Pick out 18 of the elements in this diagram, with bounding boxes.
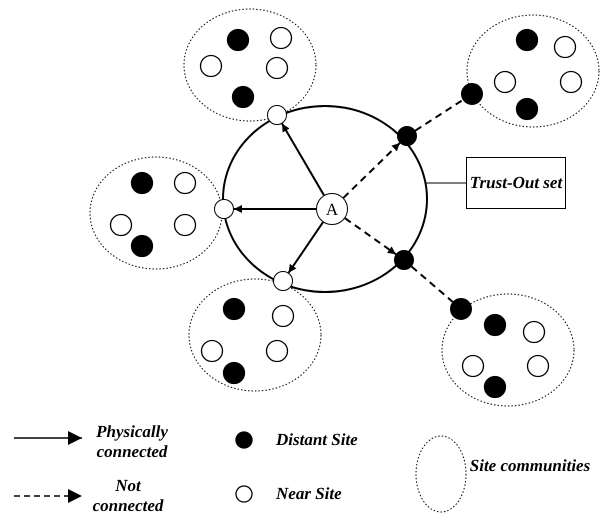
- arrow: [342, 142, 401, 199]
- distant-site-dot: [461, 83, 483, 105]
- arrow: [344, 217, 396, 256]
- near-site-dot: [214, 199, 234, 219]
- legend-label: Site communities: [468, 456, 592, 476]
- legend-label: Near Site: [276, 484, 343, 504]
- arrow: [288, 222, 324, 274]
- legend-label: Not connected: [92, 476, 164, 517]
- leader-line: [426, 182, 466, 184]
- distant-site-dot: [450, 298, 472, 320]
- arrow: [281, 123, 325, 196]
- node-circle: [316, 193, 348, 225]
- label-box: [466, 157, 566, 209]
- node-label: A: [326, 200, 338, 218]
- box-label: Trust-Out set: [470, 172, 562, 194]
- legend-label: Physically connected: [95, 422, 169, 463]
- legend-label: Distant Site: [276, 430, 359, 450]
- arrow: [234, 205, 316, 213]
